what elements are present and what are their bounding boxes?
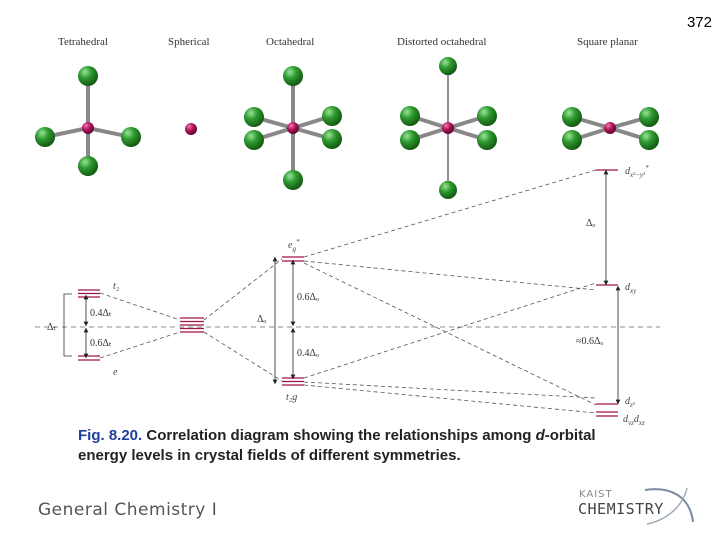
geometry-label-square-planar: Square planar (577, 36, 638, 48)
octahedral-molecule (244, 66, 342, 190)
tetra-down-frac-label: 0.6Δₜ (90, 338, 112, 349)
square-planar-splitting (603, 169, 621, 405)
octahedral-splitting (272, 256, 296, 385)
footer-course-name: General Chemistry I (38, 500, 218, 520)
square-planar-molecule (562, 107, 659, 150)
energy-levels (78, 169, 618, 417)
sq-bottom-label: dyzdxz (623, 414, 645, 425)
tetra-lower-label: e (113, 367, 118, 378)
tetrahedral-molecule (35, 66, 141, 176)
geometry-label-distorted-octahedral: Distorted octahedral (397, 36, 487, 48)
geometry-label-octahedral: Octahedral (266, 36, 315, 48)
spherical-metal-ion (185, 123, 197, 135)
logo-top-text: KAIST (579, 489, 613, 500)
sq-xy-label: dxy (625, 282, 637, 295)
oct-upper-label: eg* (288, 238, 300, 253)
sq-approx-label: ≈0.6Δₒ (576, 336, 603, 347)
caption-figure-number: Fig. 8.20. (78, 427, 143, 444)
geometry-label-tetrahedral: Tetrahedral (58, 36, 108, 48)
correlation-lines (99, 169, 597, 414)
oct-gap-label: Δₒ (257, 314, 266, 325)
tetra-upper-label: t₂ (113, 281, 120, 292)
caption-text: Correlation diagram showing the relation… (142, 427, 536, 444)
distorted-octahedral-molecule (400, 57, 497, 199)
sq-top-label: dx²−y²* (625, 164, 649, 179)
geometry-label-spherical: Spherical (168, 36, 210, 48)
correlation-diagram-figure: t₂ e Δₜ 0.4Δₜ 0.6Δₜ eg* t₂g Δₒ 0.6Δₒ 0.4… (35, 57, 660, 425)
oct-down-frac-label: 0.4Δₒ (297, 348, 319, 359)
caption-text-italic: d (535, 427, 545, 444)
page-number: 372 (686, 14, 712, 31)
logo-bottom-text: CHEMISTRY (578, 500, 664, 518)
figure-caption: Fig. 8.20. Correlation diagram showing t… (78, 426, 638, 466)
sq-gap-label: Δₒ (586, 218, 595, 229)
logo-graphic: KAIST CHEMISTRY (578, 487, 694, 525)
caption-text-rest: -orbital energy levels in crystal fields… (78, 427, 596, 464)
kaist-chemistry-logo: KAIST CHEMISTRY (575, 484, 700, 534)
sq-z2-label: dz² (625, 396, 636, 409)
tetra-up-frac-label: 0.4Δₜ (90, 308, 112, 319)
oct-up-frac-label: 0.6Δₒ (297, 292, 319, 303)
tetrahedral-splitting (63, 293, 89, 359)
tetra-gap-label: Δₜ (47, 322, 56, 333)
oct-lower-label: t₂g (286, 392, 297, 403)
